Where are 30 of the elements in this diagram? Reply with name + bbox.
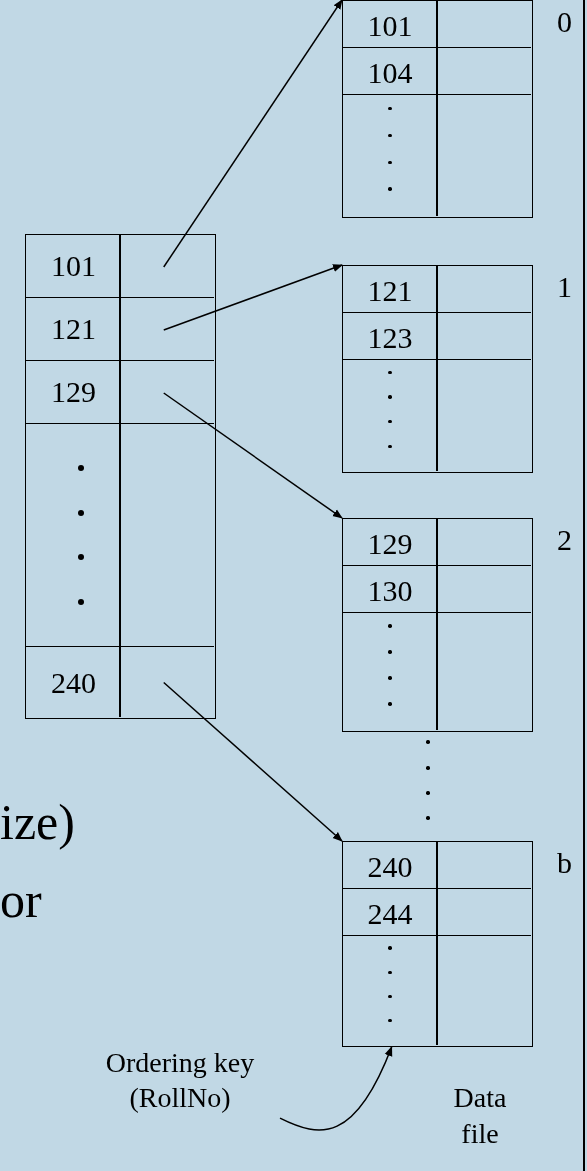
arrow [163,264,343,331]
key-value: 129 [367,528,413,559]
key-value: 123 [367,322,413,353]
arrow [163,392,343,519]
arrow [163,0,343,268]
data-block [342,841,533,1047]
arrow [163,681,343,842]
index-table [25,234,216,719]
block-number: b [557,848,572,878]
leader-line [279,1046,393,1131]
cropped-text: or [0,871,42,930]
block-number: 2 [557,525,572,555]
data-block [342,265,533,473]
cropped-text: ize) [0,793,75,852]
block-number: 1 [557,272,572,302]
data-block [342,518,533,732]
data-block [342,0,533,218]
key-value: 121 [367,275,413,306]
key-value: 104 [367,57,413,88]
key-value: 129 [51,377,96,407]
key-value: 101 [51,251,96,281]
key-value: 240 [51,667,96,698]
caption-text: Data file [452,1081,508,1152]
key-value: 244 [367,898,413,929]
key-value: 240 [367,851,413,882]
key-value: 121 [51,314,96,344]
key-value: 130 [367,575,413,606]
annotation-text: Ordering key (RollNo) [55,1045,305,1140]
block-number: 0 [557,7,572,37]
key-value: 101 [367,10,413,41]
